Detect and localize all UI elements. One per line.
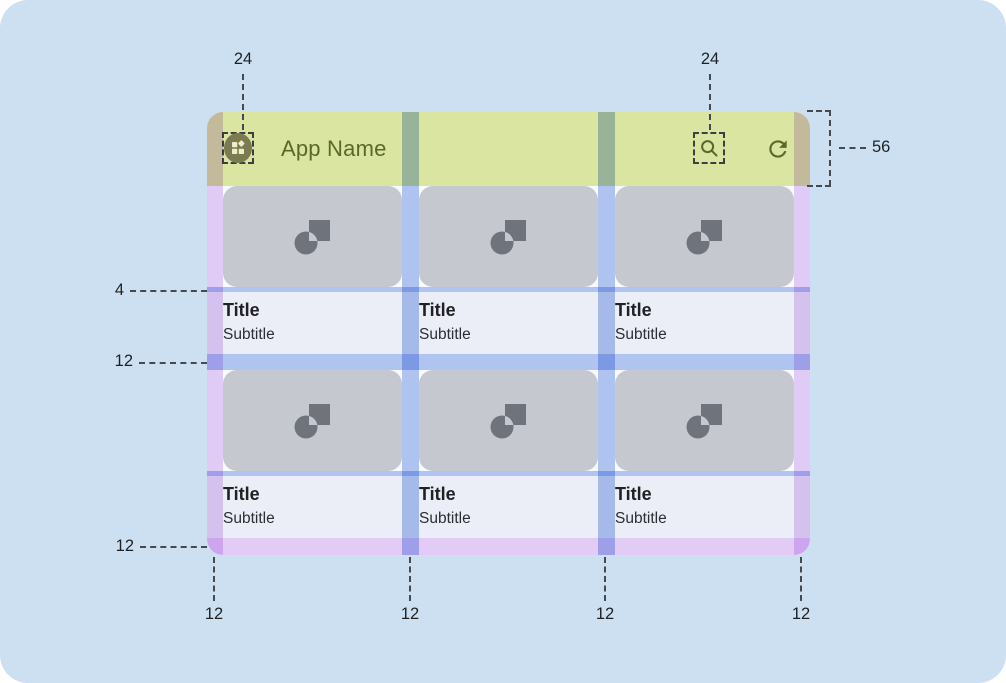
- card-title: Title: [615, 484, 652, 504]
- card-image[interactable]: [223, 186, 402, 287]
- bottom-margin-gap: [207, 538, 810, 555]
- app-icon-keyline-box: [222, 132, 254, 164]
- card-title: Title: [615, 300, 652, 320]
- annotation-leader-line: [130, 290, 207, 292]
- top-app-bar: App Name: [207, 112, 810, 186]
- dashboard-icon[interactable]: [224, 133, 252, 163]
- card-subtitle: Subtitle: [223, 510, 275, 527]
- card-text[interactable]: Title Subtitle: [419, 476, 598, 538]
- search-icon[interactable]: [698, 137, 720, 159]
- refresh-icon[interactable]: [763, 134, 793, 164]
- annotation-icon-left-size: 24: [233, 50, 253, 68]
- card-text[interactable]: Title Subtitle: [615, 292, 794, 354]
- annotation-icon-right-size: 24: [700, 50, 720, 68]
- image-placeholder-icon: [294, 403, 330, 438]
- annotation-leader-line: [709, 74, 711, 130]
- card-subtitle: Subtitle: [223, 326, 275, 343]
- annotation-leader-line: [242, 74, 244, 130]
- annotation-leader-line: [140, 546, 207, 548]
- app-name-title: App Name: [281, 136, 387, 161]
- annotation-row-gap: 12: [114, 352, 133, 370]
- annotation-leader-line: [213, 557, 215, 601]
- card-row-1-images: [207, 186, 810, 287]
- image-placeholder-icon: [686, 403, 722, 438]
- app-mockup: App Name: [207, 112, 810, 555]
- annotation-leader-line: [839, 147, 866, 149]
- search-icon-keyline-box: [693, 132, 725, 164]
- card-title: Title: [419, 484, 456, 504]
- image-placeholder-icon: [294, 219, 330, 254]
- card-row-2-images: [207, 370, 810, 471]
- annotation-image-text-gap: 4: [114, 281, 124, 299]
- row-gap: [207, 354, 810, 370]
- card-title: Title: [223, 484, 260, 504]
- annotation-leader-line: [604, 557, 606, 601]
- card-image[interactable]: [615, 186, 794, 287]
- card-row-1-text: Title Subtitle Title Subtitle Title Subt…: [207, 292, 810, 354]
- annotation-bracket-tick: [807, 110, 831, 112]
- card-image[interactable]: [615, 370, 794, 471]
- annotation-gutter-size: 12: [595, 605, 615, 623]
- card-text[interactable]: Title Subtitle: [419, 292, 598, 354]
- image-placeholder-icon: [686, 219, 722, 254]
- annotation-leader-line: [139, 362, 207, 364]
- annotation-leader-line: [800, 557, 802, 601]
- card-row-2-text: Title Subtitle Title Subtitle Title Subt…: [207, 476, 810, 538]
- card-title: Title: [223, 300, 260, 320]
- card-image[interactable]: [223, 370, 402, 471]
- annotation-gutter-size: 12: [791, 605, 811, 623]
- annotation-leader-line: [409, 557, 411, 601]
- card-subtitle: Subtitle: [615, 326, 667, 343]
- annotation-gutter-size: 12: [204, 605, 224, 623]
- card-text[interactable]: Title Subtitle: [223, 476, 402, 538]
- card-subtitle: Subtitle: [615, 510, 667, 527]
- annotation-appbar-height: 56: [872, 138, 891, 156]
- image-placeholder-icon: [490, 403, 526, 438]
- annotation-bottom-margin: 12: [115, 537, 134, 555]
- annotation-gutter-size: 12: [400, 605, 420, 623]
- card-text[interactable]: Title Subtitle: [223, 292, 402, 354]
- card-text[interactable]: Title Subtitle: [615, 476, 794, 538]
- image-placeholder-icon: [490, 219, 526, 254]
- card-image[interactable]: [419, 370, 598, 471]
- annotation-bracket-tick: [807, 185, 831, 187]
- card-subtitle: Subtitle: [419, 510, 471, 527]
- card-subtitle: Subtitle: [419, 326, 471, 343]
- annotation-bracket: [829, 110, 831, 186]
- card-image[interactable]: [419, 186, 598, 287]
- card-title: Title: [419, 300, 456, 320]
